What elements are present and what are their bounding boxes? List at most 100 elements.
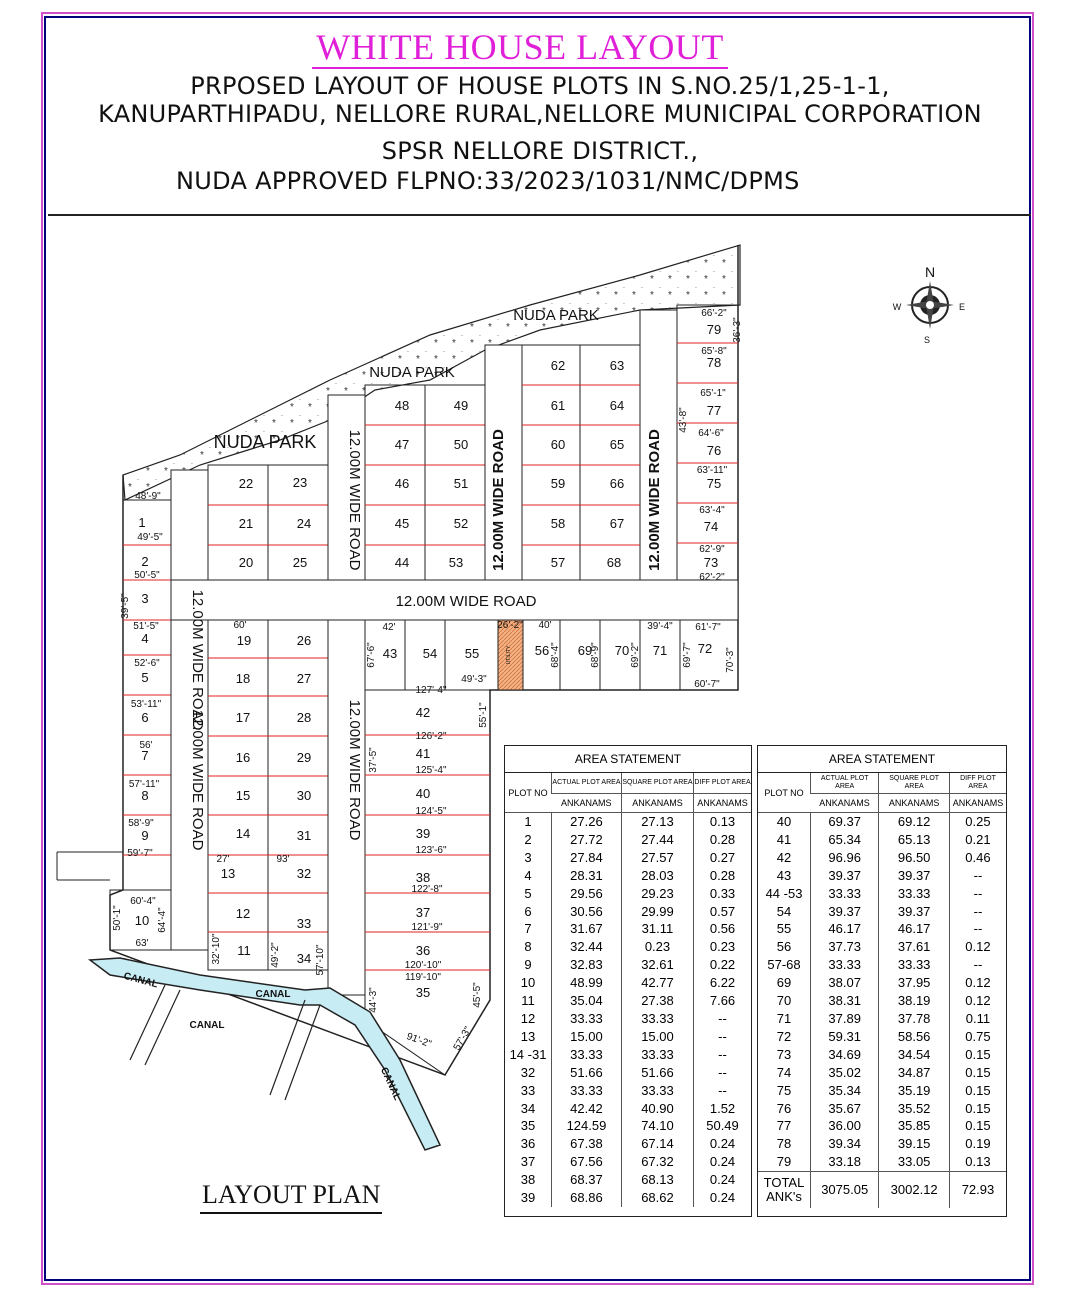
dimension-label: 48'-9" — [135, 491, 161, 502]
plot-number: 30 — [297, 788, 311, 803]
table-cell: 0.24 — [693, 1189, 751, 1207]
table-cell: 0.28 — [693, 830, 751, 849]
plot-number: 27 — [297, 671, 311, 686]
table-cell: 3 — [524, 849, 532, 865]
plot-number: 70 — [615, 643, 629, 658]
table-cell: 35.85 — [878, 1117, 950, 1136]
plot-number: 37 — [416, 905, 430, 920]
compass-icon — [906, 281, 954, 329]
road-label: 12.00M WIDE ROAD — [189, 590, 206, 731]
dimension-label: 60' — [233, 620, 246, 631]
header-divider — [48, 214, 1031, 216]
dimension-label: 64'-4" — [157, 907, 168, 933]
plot-number: 18 — [236, 671, 250, 686]
total-actual: 3075.05 — [809, 1171, 879, 1209]
dimension-label: 69'-7" — [682, 642, 693, 668]
dimension-label: 93' — [276, 854, 289, 865]
dimension-label: 127'-4" — [415, 685, 446, 696]
table-cell: -- — [948, 884, 1006, 903]
unit-diff: ANKANAMS — [948, 793, 1006, 813]
dimension-label: 57'-10" — [315, 944, 326, 975]
plot-number: 63 — [610, 358, 624, 373]
plot-number: 55 — [465, 646, 479, 661]
plot-number: 48 — [395, 398, 409, 413]
table-cell: 32 — [520, 1064, 536, 1080]
table-cell: 29.23 — [620, 884, 694, 903]
dimension-label: 40' — [538, 620, 551, 631]
dimension-label: 39'-5" — [120, 593, 131, 619]
plot-number: 20 — [239, 555, 253, 570]
unit-actual: ANKANAMS — [810, 793, 879, 813]
table-cell: 33.33 — [620, 1009, 694, 1028]
table-cell: 28.31 — [551, 866, 622, 885]
table-cell: 35.02 — [809, 1063, 879, 1082]
table-cell: 13 — [520, 1028, 536, 1044]
table-cell: -- — [948, 866, 1006, 885]
area-statement-caption: AREA STATEMENT — [758, 746, 1006, 773]
table-cell: -- — [693, 1045, 751, 1064]
plot-number: 9 — [141, 828, 148, 843]
table-cell: 34.54 — [878, 1045, 950, 1064]
dimension-label: 52'-6" — [134, 658, 160, 669]
road-label: 12.00M WIDE ROAD — [396, 593, 537, 610]
table-cell: 40.90 — [620, 1099, 694, 1118]
unit-actual: ANKANAMS — [551, 793, 622, 813]
dimension-label: 36'-3" — [732, 317, 743, 343]
dimension-label: 61'-7" — [695, 622, 721, 633]
dimension-label: 91'-2" — [405, 1031, 433, 1050]
compass-w: W — [893, 302, 902, 312]
table-cell: 58.56 — [878, 1027, 950, 1046]
plot-number: 59 — [551, 476, 565, 491]
table-cell: 55 — [776, 921, 792, 937]
area-statement-caption: AREA STATEMENT — [505, 746, 751, 773]
table-cell: 72 — [776, 1028, 792, 1044]
table-cell: 0.12 — [948, 974, 1006, 993]
table-cell: 54 — [776, 903, 792, 919]
dimension-label: 65'-8" — [701, 346, 727, 357]
plots-43-72 — [364, 619, 739, 691]
plot-number: 25 — [293, 555, 307, 570]
table-cell: 27.57 — [620, 848, 694, 867]
table-cell: 0.15 — [948, 1063, 1006, 1082]
table-cell: 69.37 — [809, 812, 879, 831]
plot-number: 31 — [297, 828, 311, 843]
plot-number: 32 — [297, 866, 311, 881]
dimension-label: 124'-5" — [415, 806, 446, 817]
table-cell: 69 — [776, 975, 792, 991]
plot-number: 34 — [297, 951, 311, 966]
table-cell: 0.24 — [693, 1153, 751, 1172]
table-cell: 43 — [776, 867, 792, 883]
dimension-label: 49'-2" — [270, 942, 281, 968]
col-plot-no: PLOT NO — [505, 773, 552, 813]
plot-number: 74 — [704, 519, 718, 534]
table-cell: 0.15 — [948, 1099, 1006, 1118]
dimension-label: 126'-2" — [415, 731, 446, 742]
plot-number: 12 — [236, 906, 250, 921]
plot-number: 1 — [138, 515, 145, 530]
plot-number: 65 — [610, 437, 624, 452]
table-cell: 37.61 — [878, 938, 950, 957]
table-cell: 38 — [520, 1172, 536, 1188]
table-cell: 35.34 — [809, 1081, 879, 1100]
canal-label: CANAL — [190, 1020, 225, 1031]
table-cell: 39.37 — [809, 866, 879, 885]
canal-label: CANAL — [256, 989, 291, 1000]
plot-number: 11 — [237, 943, 251, 958]
layout-plan-drawing: * . — [56, 244, 965, 1151]
